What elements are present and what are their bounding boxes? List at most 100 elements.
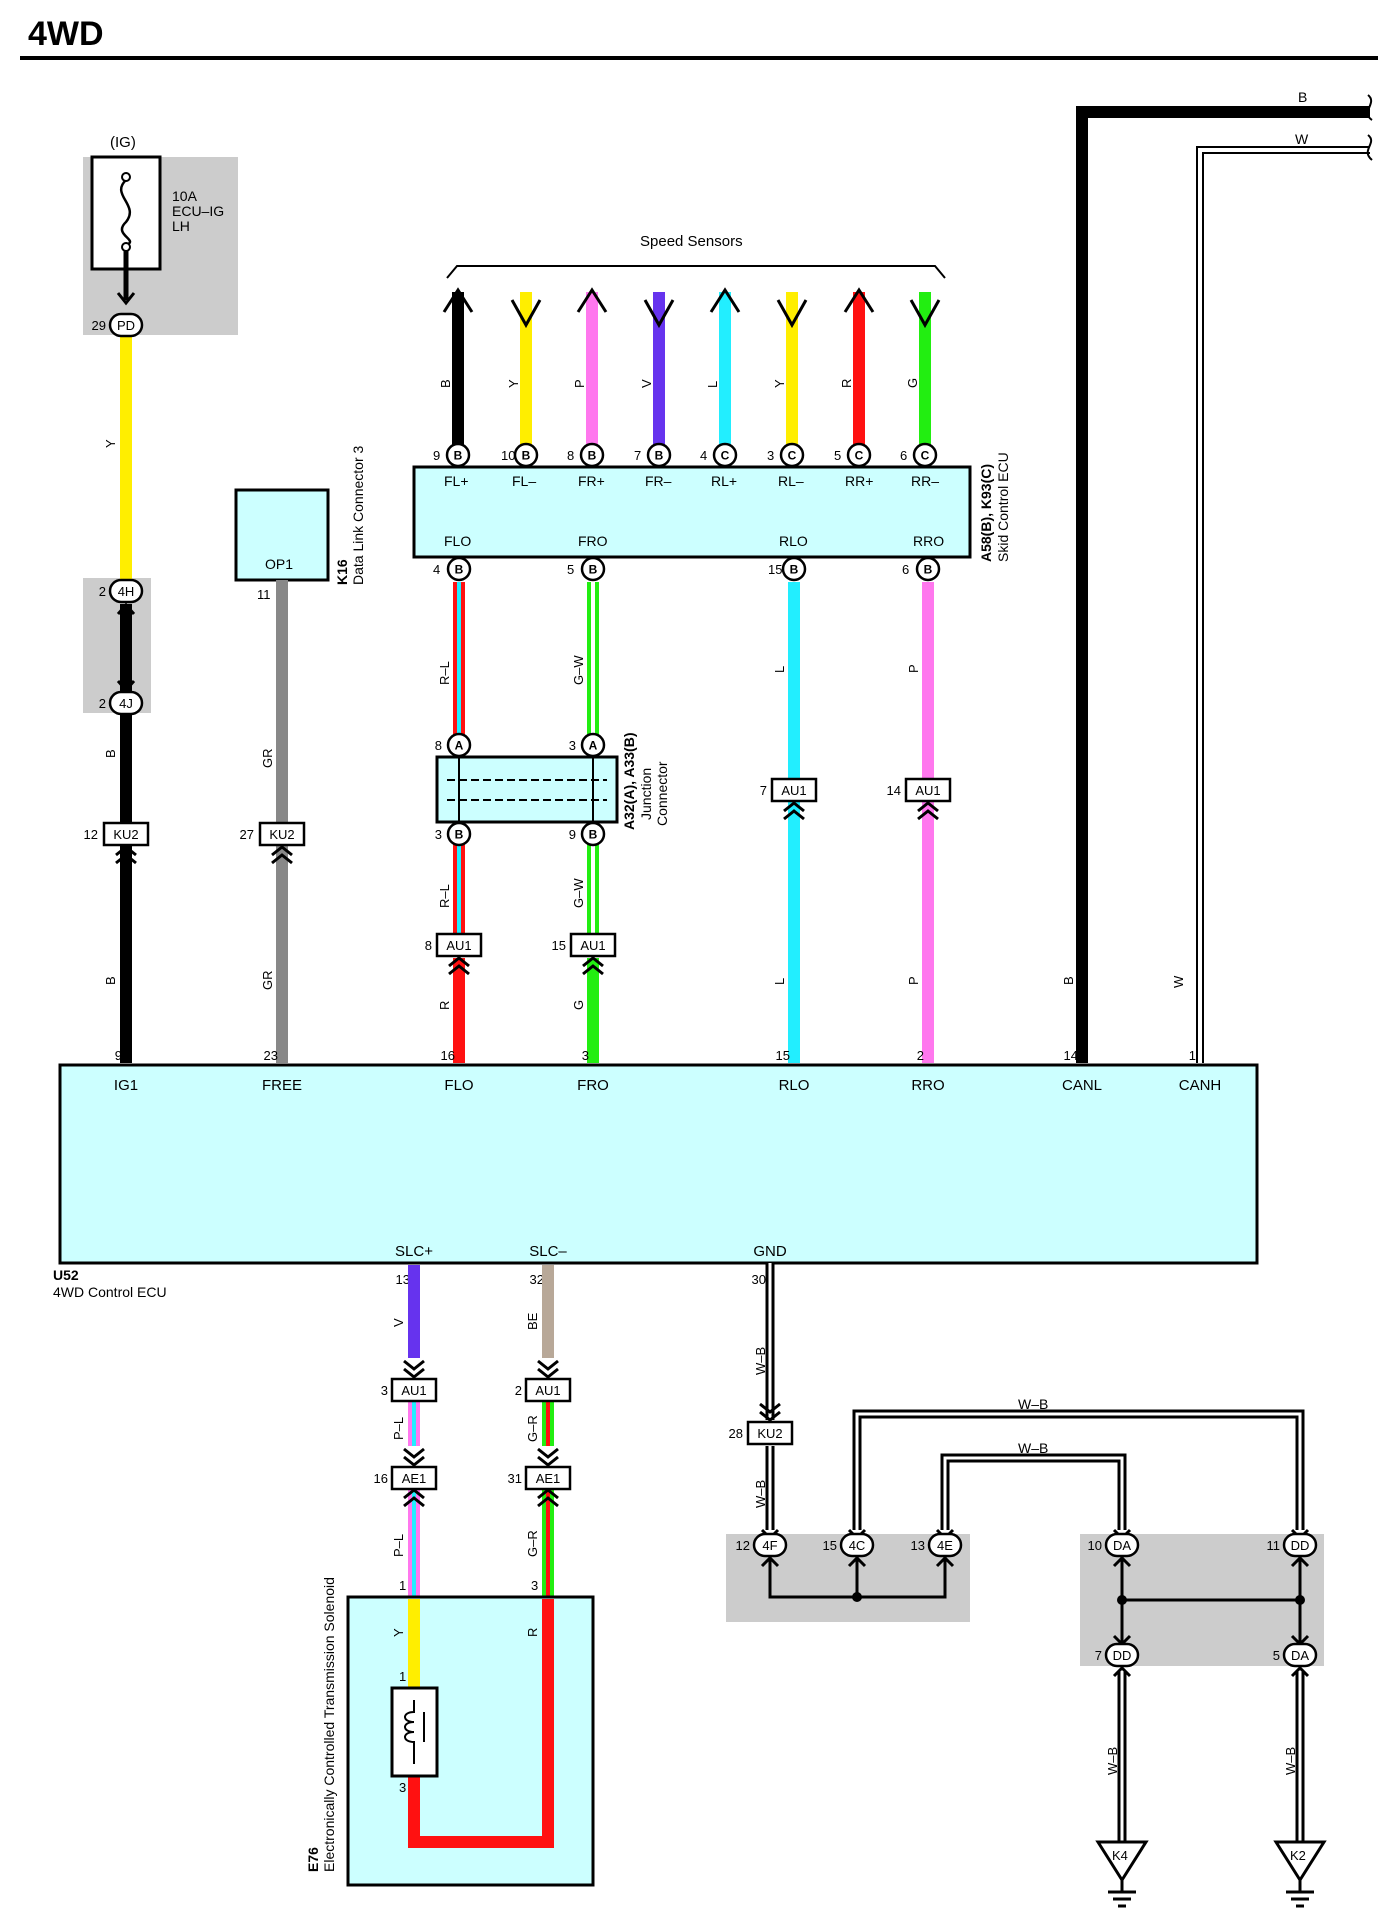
svg-text:4C: 4C <box>849 1538 866 1553</box>
connector-pin: C <box>779 442 805 468</box>
connector-pin: B <box>580 556 606 582</box>
pin-number: 15 <box>823 1538 837 1553</box>
pin-number: 10 <box>1088 1538 1102 1553</box>
inline-connector: AU1 <box>390 1359 438 1403</box>
speed-wire <box>653 292 665 452</box>
arrow-up-icon <box>442 287 474 313</box>
skid-input-label: FR+ <box>578 473 605 489</box>
speed-pin-num: 6 <box>900 448 907 463</box>
connector-pin: A <box>580 732 606 758</box>
ground-k2-icon <box>1273 1840 1327 1908</box>
dlc-box <box>234 488 330 582</box>
speed-wire-color-label: R <box>839 379 854 388</box>
pin-number: 2 <box>99 696 106 711</box>
svg-text:B: B <box>655 449 664 463</box>
flo-wire-2-label: R–L <box>437 884 452 908</box>
svg-text:KU2: KU2 <box>757 1426 782 1441</box>
ecu-pin-number: 23 <box>264 1048 278 1063</box>
svg-text:B: B <box>924 563 933 577</box>
svg-text:B: B <box>454 449 463 463</box>
ecu-pin-label: FREE <box>262 1077 302 1094</box>
ecu-pin-number: 9 <box>115 1048 122 1063</box>
inline-connector: KU2 <box>102 821 150 865</box>
connector-pin: B <box>580 821 606 847</box>
speed-sensors-brace <box>446 265 946 279</box>
junction-pin: 4J <box>108 690 144 716</box>
speed-pin-num: 9 <box>433 448 440 463</box>
svg-text:AU1: AU1 <box>401 1383 426 1398</box>
svg-text:AU1: AU1 <box>781 783 806 798</box>
svg-text:DD: DD <box>1113 1648 1132 1663</box>
speed-wire-color-label: L <box>705 381 720 388</box>
inline-connector: AE1 <box>524 1447 572 1491</box>
inline-connector: AU1 <box>904 777 952 821</box>
slcp-wire-3-label: P–L <box>391 1534 406 1557</box>
ecu-pin-number: 30 <box>752 1272 766 1287</box>
speed-wire <box>452 292 464 452</box>
dlc-wire-1-label: GR <box>260 749 275 769</box>
dlc-name: Data Link Connector 3 <box>350 445 366 585</box>
pin-number: 15 <box>552 938 566 953</box>
dlc-wire-2-label: GR <box>260 971 275 991</box>
speed-pin-num: 3 <box>767 448 774 463</box>
ecu-pin-label: RRO <box>911 1077 944 1094</box>
svg-text:DA: DA <box>1291 1648 1309 1663</box>
skid-output-label: RLO <box>779 533 808 549</box>
ig-wire-1-label: Y <box>103 439 118 448</box>
skid-output-label: FLO <box>444 533 471 549</box>
inline-connector: AU1 <box>435 932 483 976</box>
ecu-pin-label: CANL <box>1062 1077 1102 1094</box>
pin-number: 9 <box>569 827 576 842</box>
ecu-pin-number: 16 <box>441 1048 455 1063</box>
svg-text:B: B <box>455 563 464 577</box>
arrow-up-icon <box>843 287 875 313</box>
ground-k4-icon <box>1095 1840 1149 1908</box>
skid-output-pin: 5 <box>567 562 574 577</box>
svg-text:DD: DD <box>1291 1538 1310 1553</box>
svg-text:B: B <box>589 563 598 577</box>
speed-wire <box>719 292 731 452</box>
connector-pin: B <box>446 821 472 847</box>
slcp-sol-wire-label: Y <box>391 1628 406 1637</box>
inline-connector: KU2 <box>746 1402 794 1446</box>
fro-wire-2-label: G–W <box>571 878 586 908</box>
speed-wire <box>919 292 931 452</box>
ecu-ref: U52 <box>53 1267 79 1283</box>
ground-k2-label: K2 <box>1290 1848 1306 1863</box>
coil-pin-bot: 3 <box>399 1780 406 1795</box>
speed-wire-color-label: Y <box>506 379 521 388</box>
svg-text:A: A <box>455 739 464 753</box>
svg-text:4E: 4E <box>937 1538 953 1553</box>
slcm-wire-3-label: G–R <box>525 1530 540 1557</box>
dlc-terminal: OP1 <box>265 556 293 572</box>
pin-number: 12 <box>736 1538 750 1553</box>
ecu-pin-label: FRO <box>577 1077 609 1094</box>
junction-connector-box <box>435 755 619 824</box>
wire-dlc-gr <box>276 580 288 1063</box>
speed-pin-num: 4 <box>700 448 707 463</box>
speed-wire <box>520 292 532 452</box>
connector-pin: C <box>846 442 872 468</box>
arrow-down-icon <box>909 299 941 329</box>
connector-pin: B <box>915 556 941 582</box>
svg-text:AU1: AU1 <box>535 1383 560 1398</box>
gnd-k4-wire-label: W–B <box>1105 1747 1120 1775</box>
svg-text:KU2: KU2 <box>269 827 294 842</box>
svg-text:C: C <box>921 449 930 463</box>
skid-input-label: RL+ <box>711 473 737 489</box>
pin-number: 2 <box>515 1383 522 1398</box>
slcp-wire-1-label: V <box>391 1318 406 1327</box>
connector-pin: A <box>446 732 472 758</box>
fuse-icon <box>119 179 132 247</box>
connector-pin: B <box>579 442 605 468</box>
ecu-pin-number: 13 <box>396 1272 410 1287</box>
pin-number: 29 <box>92 318 106 333</box>
wire-ig-y <box>120 332 132 587</box>
speed-pin-num: 7 <box>634 448 641 463</box>
connector-pin: B <box>646 442 672 468</box>
rlo-wire-2-label: L <box>772 978 787 985</box>
svg-text:B: B <box>522 449 531 463</box>
pin-number: 7 <box>760 783 767 798</box>
inline-connector: AU1 <box>770 777 818 821</box>
speed-wire-color-label: G <box>905 378 920 388</box>
